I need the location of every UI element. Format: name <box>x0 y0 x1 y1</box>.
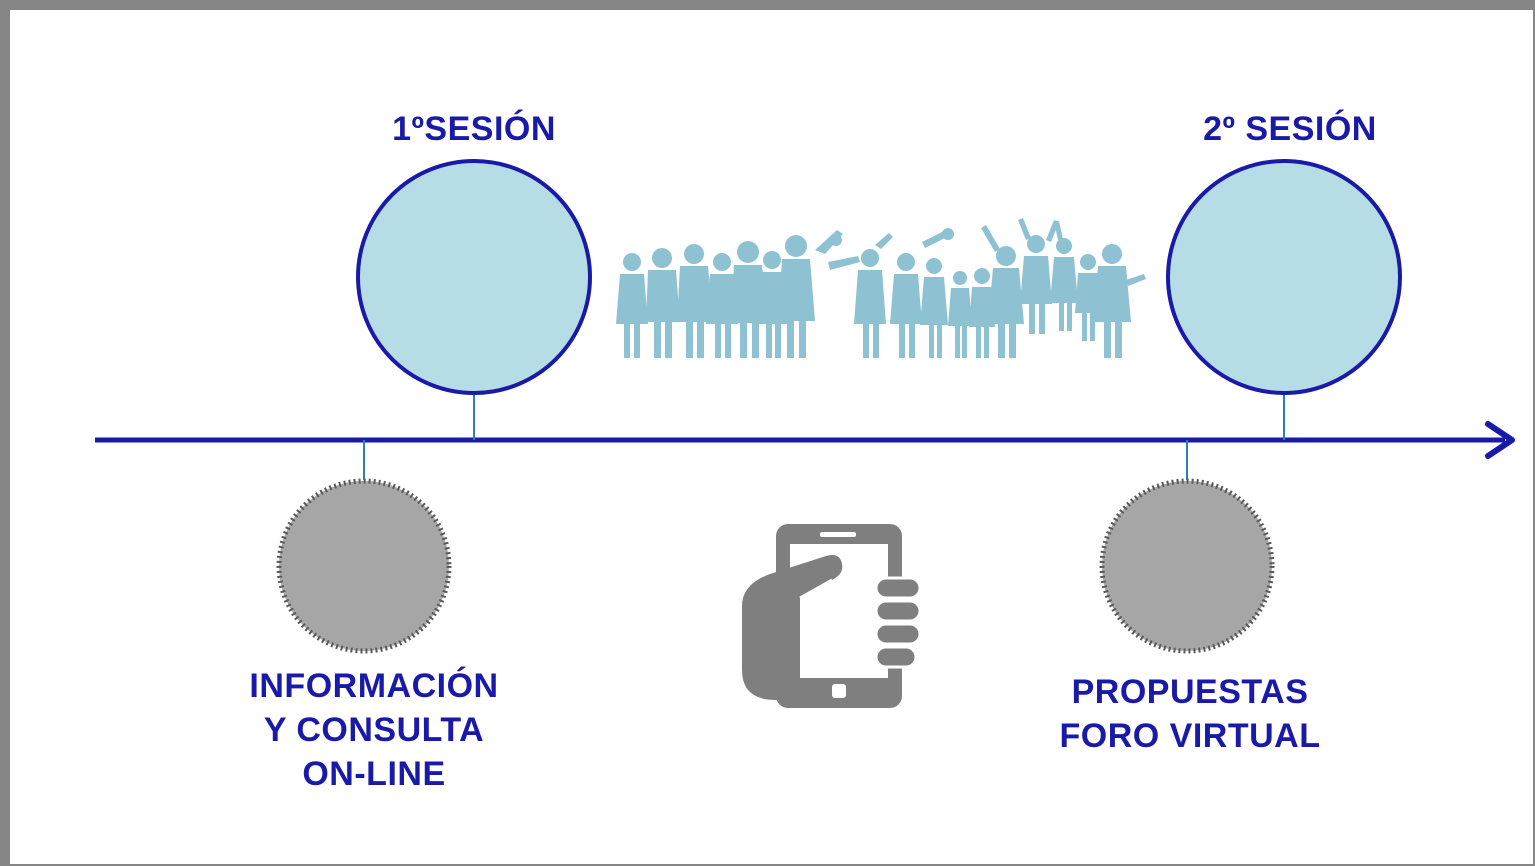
session-2-circle <box>1166 159 1402 395</box>
online-step-2-line-2: FORO VIRTUAL <box>1059 717 1321 755</box>
online-step-2-circle <box>1099 478 1275 654</box>
online-step-1-label: INFORMACIÓN Y CONSULTA ON-LINE <box>214 664 534 796</box>
session-1-circle <box>356 159 592 395</box>
people-crowd-icon <box>616 218 1146 358</box>
session-2-title: 2º SESIÓN <box>1203 110 1377 148</box>
online-step-1-line-2: Y CONSULTA <box>263 711 485 749</box>
hand-holding-smartphone-icon <box>742 524 922 708</box>
online-step-1-circle <box>276 478 452 654</box>
online-step-2-line-1: PROPUESTAS <box>1071 673 1309 711</box>
online-step-1-line-1: INFORMACIÓN <box>249 667 499 705</box>
timeline-arrowhead <box>1485 421 1515 459</box>
online-step-2-label: PROPUESTAS FORO VIRTUAL <box>1030 670 1350 758</box>
session-1-title: 1ºSESIÓN <box>392 110 556 148</box>
online-step-1-line-3: ON-LINE <box>302 755 446 793</box>
